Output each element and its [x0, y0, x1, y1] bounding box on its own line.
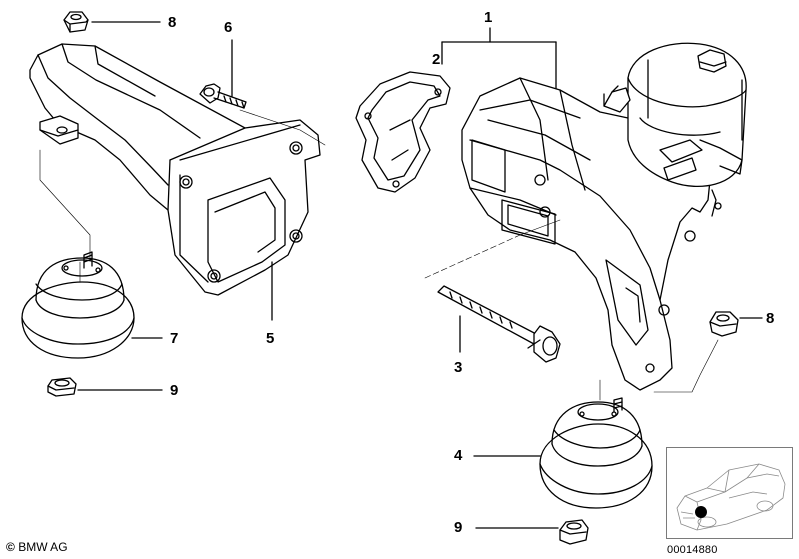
copyright-symbol: ©	[6, 540, 15, 554]
copyright-text: BMW AG	[18, 540, 68, 554]
car-outline-icon	[676, 463, 786, 531]
callout-8-top[interactable]: 8	[168, 14, 177, 31]
nut-part-8-right[interactable]	[709, 311, 739, 337]
location-marker-icon	[695, 506, 707, 518]
vehicle-locator-thumbnail	[666, 447, 793, 539]
callout-9-bottom[interactable]: 9	[454, 519, 463, 536]
callout-7[interactable]: 7	[170, 330, 179, 347]
long-bolt-part-3[interactable]	[437, 285, 561, 363]
callout-4[interactable]: 4	[454, 447, 463, 464]
callout-2[interactable]: 2	[432, 51, 441, 68]
callout-8-right[interactable]: 8	[766, 310, 775, 327]
nut-part-9-left[interactable]	[47, 377, 77, 397]
bolt-part-6[interactable]	[199, 83, 247, 109]
engine-mount-part-4[interactable]	[539, 397, 653, 509]
leader-bracket-1	[441, 27, 557, 91]
engine-mount-part-7[interactable]	[21, 251, 135, 359]
nut-part-8-top[interactable]	[63, 11, 89, 33]
gasket-part-2[interactable]	[355, 71, 451, 193]
callout-5[interactable]: 5	[266, 330, 275, 347]
engine-bracket-part-5[interactable]	[29, 43, 321, 296]
callout-9-left[interactable]: 9	[170, 382, 179, 399]
callout-3[interactable]: 3	[454, 359, 463, 376]
mount-bracket-part-1[interactable]	[461, 42, 747, 391]
callout-1[interactable]: 1	[484, 9, 493, 26]
nut-part-9-bottom[interactable]	[559, 519, 589, 545]
guide-lines-right	[424, 219, 719, 401]
document-number: 00014880	[667, 544, 718, 556]
copyright-notice: © BMW AG	[6, 540, 68, 554]
callout-6[interactable]: 6	[224, 19, 233, 36]
